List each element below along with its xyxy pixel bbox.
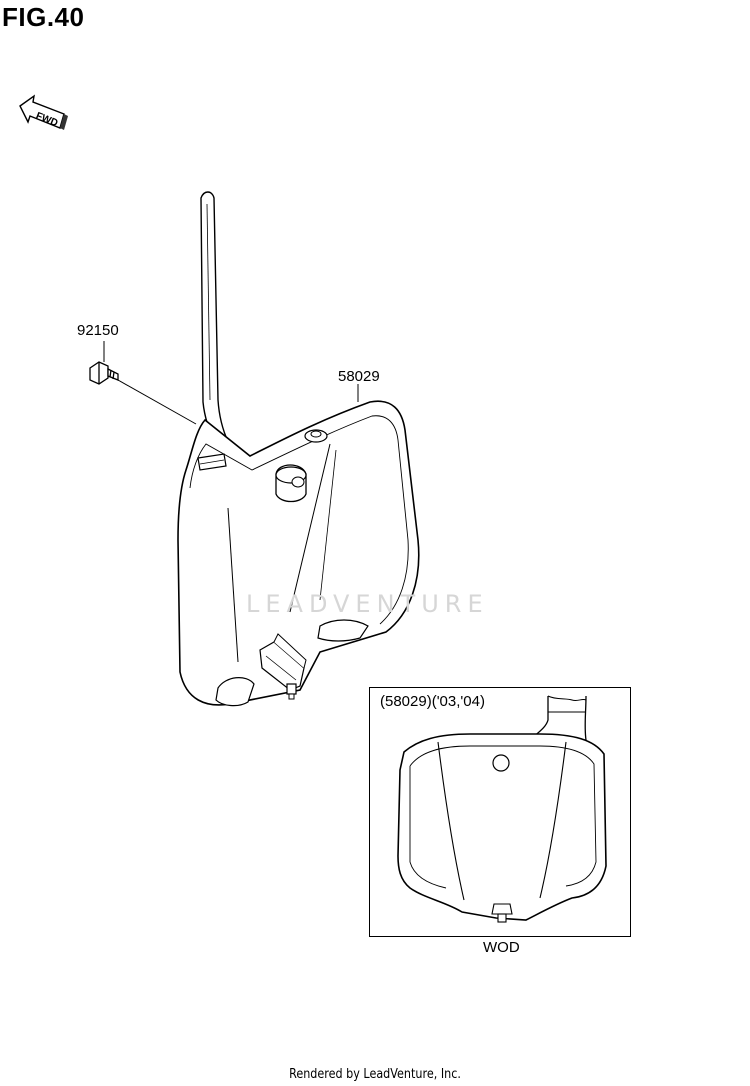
bolt-92150-part [89, 361, 119, 385]
bolt-to-plate-line [117, 379, 197, 425]
plate-part-number: 58029 [338, 368, 380, 385]
number-plate-58029-part [177, 191, 420, 707]
watermark-text: LEADVENTURE [246, 590, 489, 618]
footer-credit: Rendered by LeadVenture, Inc. [289, 1067, 461, 1082]
inset-number-plate-part [397, 695, 607, 923]
figure-title: FIG.40 [2, 2, 85, 32]
fwd-arrow-icon: FWD [19, 94, 68, 130]
inset-caption: WOD [483, 939, 520, 956]
inset-title: (58029)('03,'04) [380, 693, 485, 710]
inset-detail-box [369, 687, 631, 937]
bolt-part-number: 92150 [77, 322, 119, 339]
